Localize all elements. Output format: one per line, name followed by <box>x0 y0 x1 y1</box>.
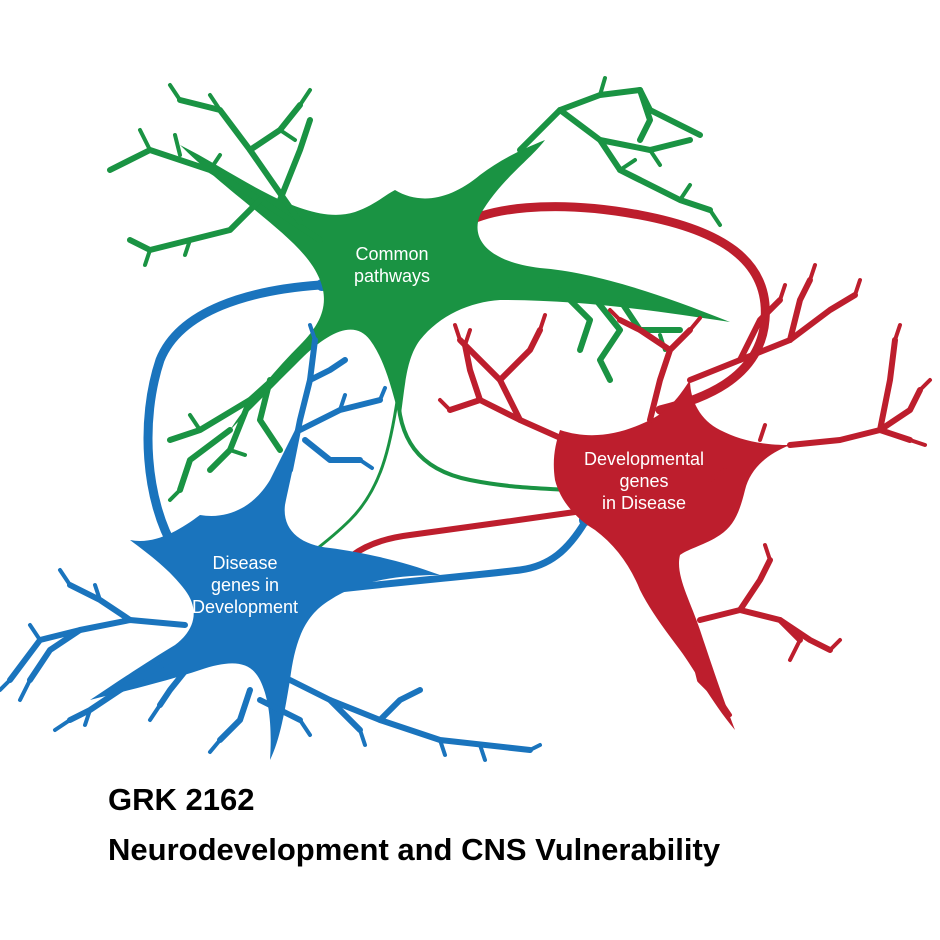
blue-soma <box>90 420 440 760</box>
red-soma <box>553 380 790 730</box>
footer-title: GRK 2162 <box>108 782 255 817</box>
blue-axon-to-green <box>143 280 325 555</box>
neuron-label-disease-genes-in-development: Disease genes in Development <box>191 553 299 617</box>
footer-subtitle: Neurodevelopment and CNS Vulnerability <box>108 832 721 867</box>
blue-neuron <box>0 323 542 762</box>
green-axon-to-red <box>395 378 567 492</box>
neuron-label-common-pathways: Common pathways <box>353 244 431 286</box>
neuron-label-developmental-genes-in-disease: Developmental genes in Disease <box>583 449 705 513</box>
red-axon-to-green <box>447 202 770 415</box>
green-soma <box>180 140 730 430</box>
red-neuron <box>438 263 932 730</box>
blue-axon-to-red <box>326 518 589 594</box>
